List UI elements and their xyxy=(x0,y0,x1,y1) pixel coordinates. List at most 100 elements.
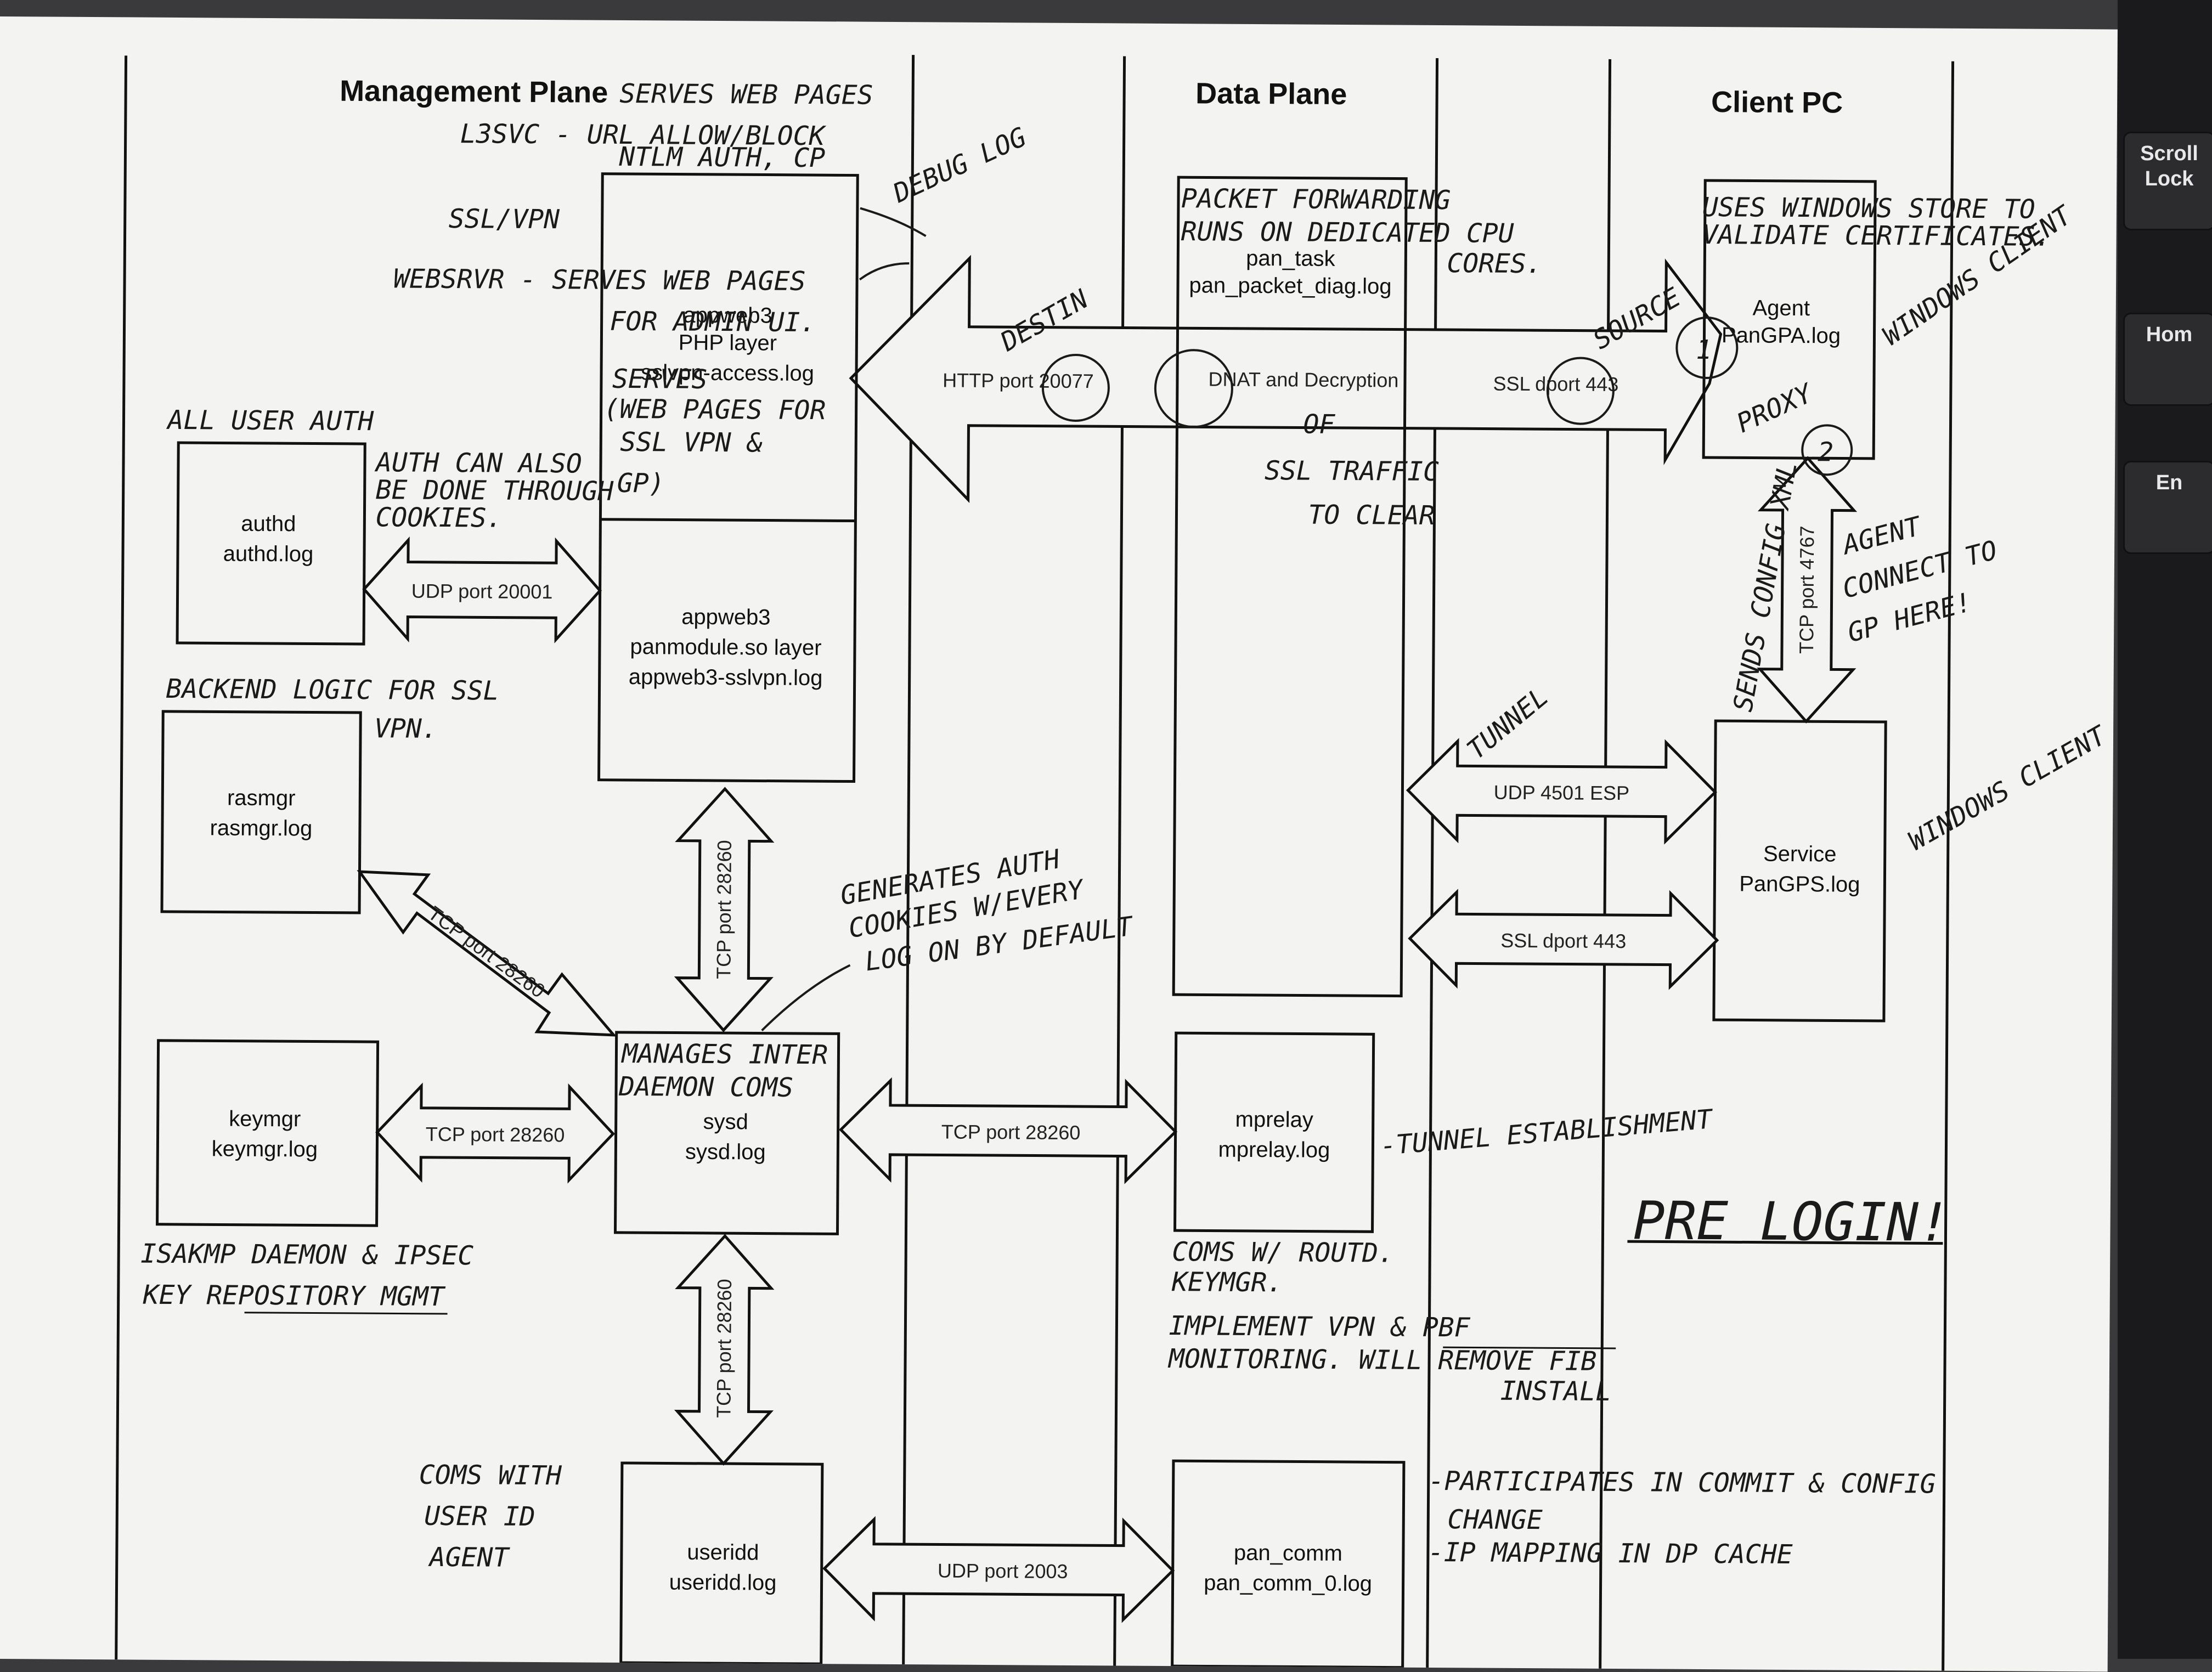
useridd-log: useridd.log xyxy=(669,1571,777,1595)
note-windows-client-2: WINDOWS CLIENT xyxy=(1903,719,2113,856)
rasmgr-log: rasmgr.log xyxy=(210,816,312,840)
appweb3-php-line3: sslvpn-access.log xyxy=(641,360,814,386)
architecture-diagram: Management Plane Data Plane Client PC HT… xyxy=(115,55,2113,1671)
note-coms-routed-2: KEYMGR. xyxy=(1171,1267,1283,1298)
note-coms-userid-1: COMS WITH xyxy=(419,1460,563,1492)
service-label: Service xyxy=(1763,842,1837,867)
useridd-pancomm-arrow xyxy=(822,1516,1175,1623)
http-port-label: HTTP port 20077 xyxy=(943,369,1094,393)
appweb3-sysd-arrow xyxy=(674,787,775,1032)
key-home[interactable]: Hom xyxy=(2123,313,2212,406)
pan-task-log: pan_packet_diag.log xyxy=(1189,273,1391,298)
ssl-443-bottom-label: SSL dport 443 xyxy=(1500,929,1626,952)
agent-log: PanGPA.log xyxy=(1722,323,1841,348)
connector-stroke xyxy=(860,207,927,238)
udp-2003-label: UDP port 2003 xyxy=(938,1559,1068,1582)
note-implement-1: IMPLEMENT VPN & PBF xyxy=(1169,1311,1471,1343)
keyboard-edge xyxy=(2118,0,2212,1659)
management-plane-header: Management Plane xyxy=(340,75,608,109)
note-proxy: PROXY xyxy=(1732,377,1818,439)
note-coms-routed-1: COMS W/ ROUTD. xyxy=(1172,1236,1394,1268)
note-manages-2: DAEMON COMS xyxy=(618,1071,793,1103)
note-pre-login: PRE LOGIN! xyxy=(1633,1190,1950,1253)
connector-stroke xyxy=(761,964,851,1031)
note-serves-sslvpn-2: (WEB PAGES FOR xyxy=(603,394,826,426)
udp-20001-label: UDP port 20001 xyxy=(411,580,553,603)
appweb3-php-line1: appweb3 xyxy=(683,303,772,328)
appweb3-panmodule-line2: panmodule.so layer xyxy=(630,635,821,660)
circle-1-mark xyxy=(1675,317,1739,380)
appweb3-panmodule-line1: appweb3 xyxy=(681,605,771,630)
pan-task-box xyxy=(1172,176,1408,998)
sysd-label: sysd xyxy=(703,1110,748,1134)
note-participates-1: -PARTICIPATES IN COMMIT & CONFIG xyxy=(1429,1466,1936,1500)
note-serves-sslvpn-1: SERVES xyxy=(612,364,708,395)
handwritten-notes: SERVES WEB PAGES L3SVC - URL ALLOW/BLOCK… xyxy=(140,78,2113,1573)
tcp-sysd-useridd-label: TCP port 28260 xyxy=(712,1279,736,1418)
note-sslvpn: SSL/VPN xyxy=(449,204,561,235)
note-coms-userid-2: USER ID xyxy=(424,1501,535,1532)
agent-box xyxy=(1702,179,1877,460)
keymgr-sysd-arrow xyxy=(375,1082,616,1184)
lane-line xyxy=(1599,59,1612,1669)
note-participates-2: CHANGE xyxy=(1447,1504,1543,1535)
tcp-rasmgr-label: TCP port 28260 xyxy=(424,902,549,1002)
note-ssl-traffic: SSL TRAFFIC xyxy=(1265,455,1439,487)
udp-4501-label: UDP 4501 ESP xyxy=(1494,781,1630,805)
note-implement-2: MONITORING. WILL REMOVE FIB xyxy=(1167,1343,1597,1377)
circle-mark xyxy=(1546,357,1615,425)
service-log: PanGPS.log xyxy=(1739,872,1860,896)
note-auth-cookies-2: BE DONE THROUGH xyxy=(376,475,614,507)
key-end[interactable]: En xyxy=(2123,461,2212,554)
sysd-log: sysd.log xyxy=(685,1140,766,1165)
rasmgr-sysd-arrow xyxy=(357,870,617,1037)
pan-task-label: pan_task xyxy=(1246,246,1336,271)
underline-stroke xyxy=(1443,1346,1616,1349)
service-box xyxy=(1712,719,1887,1023)
authd-box xyxy=(176,441,366,646)
mprelay-log: mprelay.log xyxy=(1218,1138,1330,1162)
authd-appweb3-arrow xyxy=(362,536,602,643)
key-scroll-lock[interactable]: Scroll Lock xyxy=(2123,132,2212,230)
note-isakmp-1: ISAKMP DAEMON & IPSEC xyxy=(140,1239,473,1272)
note-runs-dedicated: RUNS ON DEDICATED CPU xyxy=(1181,216,1514,249)
client-pc-header: Client PC xyxy=(1711,86,1843,119)
authd-label: authd xyxy=(241,512,296,536)
tcp-keymgr-label: TCP port 28260 xyxy=(426,1123,565,1146)
note-websrvr: WEBSRVR - SERVES WEB PAGES xyxy=(393,263,806,297)
keymgr-log: keymgr.log xyxy=(212,1137,318,1161)
dnat-label: DNAT and Decryption xyxy=(1208,368,1398,391)
note-manages-1: MANAGES INTER xyxy=(620,1038,828,1070)
tcp-sysd-mprelay-label: TCP port 28260 xyxy=(941,1121,1081,1144)
pan-comm-log: pan_comm_0.log xyxy=(1204,1571,1372,1596)
authd-log: authd.log xyxy=(223,542,314,567)
agent-label: Agent xyxy=(1752,296,1810,321)
note-agent-connect-1: AGENT xyxy=(1838,511,1926,561)
rasmgr-box xyxy=(160,710,362,914)
note-of: OF xyxy=(1303,409,1335,440)
ssl-443-top-label: SSL dport 443 xyxy=(1493,372,1618,396)
tcp-appweb-sysd-label: TCP port 28260 xyxy=(712,840,736,979)
note-serves-web: SERVES WEB PAGES xyxy=(619,78,873,111)
note-coms-userid-3: AGENT xyxy=(428,1542,511,1573)
circle-mark xyxy=(1041,353,1110,422)
data-plane-header: Data Plane xyxy=(1195,77,1347,111)
http-ssl-big-arrow xyxy=(849,255,1723,503)
lane-line xyxy=(1627,1240,1943,1245)
pan-comm-label: pan_comm xyxy=(1234,1541,1342,1566)
note-ntlm: NTLM AUTH, CP xyxy=(618,142,825,173)
note-all-user-auth: ALL USER AUTH xyxy=(166,405,374,437)
note-admin-ui: FOR ADMIN UI. xyxy=(610,306,816,338)
note-implement-3: INSTALL xyxy=(1500,1376,1612,1407)
note-participates-3: -IP MAPPING IN DP CACHE xyxy=(1428,1537,1793,1570)
appweb3-panmodule-line3: appweb3-sslvpn.log xyxy=(629,665,823,690)
lane-line xyxy=(115,55,128,1660)
note-to-clear: TO CLEAR xyxy=(1308,500,1435,531)
ssl-443-bottom-arrow xyxy=(1408,889,1719,990)
note-auth-cookies-1: AUTH CAN ALSO xyxy=(374,447,582,479)
mprelay-box xyxy=(1173,1031,1375,1233)
appweb3-box xyxy=(597,172,859,783)
rasmgr-label: rasmgr xyxy=(227,786,296,811)
note-debug-log: DEBUG LOG xyxy=(888,122,1031,210)
appweb3-divider xyxy=(600,518,856,523)
